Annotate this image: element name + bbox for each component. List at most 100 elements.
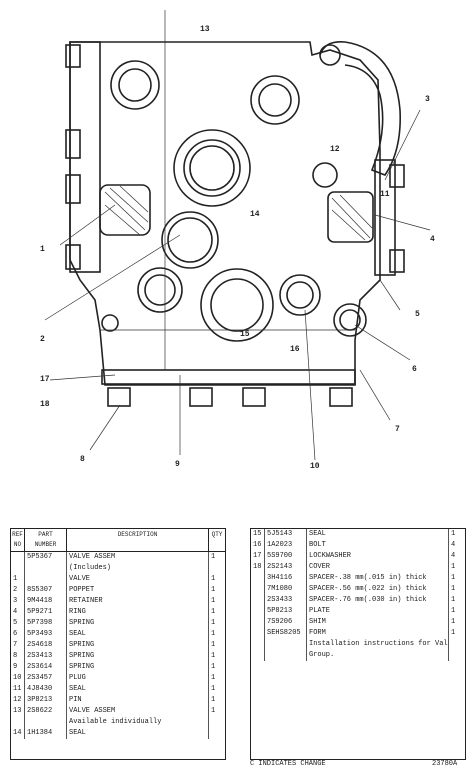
cell-part: 3H4116 (265, 573, 307, 584)
callout-14: 14 (250, 210, 260, 219)
port-i (312, 162, 338, 188)
cell-desc: RING (67, 607, 209, 618)
cell-no: 14 (11, 728, 25, 739)
cell-qty: 1 (451, 596, 456, 604)
cell-desc: SEAL (67, 728, 209, 739)
cell-desc: SHIM (307, 617, 449, 628)
cell-no (251, 617, 265, 628)
cell-part: 4J8430 (25, 684, 67, 695)
port-e-inner (210, 278, 264, 332)
cell-desc: SEAL (67, 629, 209, 640)
table-row: Available individually (11, 717, 225, 728)
callout-9: 9 (175, 460, 180, 469)
cell-no: 10 (11, 673, 25, 684)
cell-qty: 1 (211, 619, 216, 627)
cell-no: 5 (11, 618, 25, 629)
cell-no (11, 552, 25, 563)
left-bolt-2 (65, 129, 81, 159)
cell-desc: PIN (67, 695, 209, 706)
cell-desc: SEAL (307, 529, 449, 540)
cell-qty: 1 (211, 652, 216, 660)
cell-desc: SPACER-.56 mm(.022 in) thick (307, 584, 449, 595)
cell-no: 16 (251, 540, 265, 551)
port-g-outer (279, 274, 321, 316)
top-loop (319, 40, 402, 176)
cell-part: 2S2143 (265, 562, 307, 573)
cell-desc: (Includes) (67, 563, 209, 574)
cell-part: 2S4618 (25, 640, 67, 651)
cell-desc: BOLT (307, 540, 449, 551)
cell-part: 2S3413 (25, 651, 67, 662)
cell-desc: COVER (307, 562, 449, 573)
cell-part: 2S3457 (25, 673, 67, 684)
parts-table-left: REF NO PART NUMBER DESCRIPTION QTY 5P536… (10, 528, 226, 760)
table-row: Installation instructions for Valve (251, 639, 465, 650)
left-spring-cartridge (99, 184, 151, 236)
cell-part: 5P7398 (25, 618, 67, 629)
header-ref-no: REF NO (11, 529, 25, 551)
cell-qty (209, 563, 225, 574)
cell-no (11, 563, 25, 574)
callout-4: 4 (430, 235, 435, 244)
cell-desc: SEAL (67, 684, 209, 695)
cell-desc: LOCKWASHER (307, 551, 449, 562)
cell-qty (209, 728, 225, 739)
cell-part: 7S9206 (265, 617, 307, 628)
cell-part (25, 574, 67, 585)
cell-qty: 4 (451, 552, 456, 560)
cell-no (251, 650, 265, 661)
cell-part (265, 639, 307, 650)
left-flange (69, 41, 101, 273)
cell-no: 15 (251, 529, 265, 540)
cell-part: 5J5143 (265, 529, 307, 540)
cell-part (25, 563, 67, 574)
cell-no: 11 (11, 684, 25, 695)
cell-qty: 4 (451, 541, 456, 549)
cell-qty: 1 (451, 563, 456, 571)
cell-part: 5P3493 (25, 629, 67, 640)
cell-no: 9 (11, 662, 25, 673)
header-part-number: PART NUMBER (25, 529, 67, 551)
cell-desc: POPPET (67, 585, 209, 596)
cell-qty (449, 639, 465, 650)
right-bolt-1 (389, 164, 405, 188)
port-f-inner (144, 274, 176, 306)
header-description: DESCRIPTION (67, 529, 209, 551)
callout-2: 2 (40, 335, 45, 344)
cell-no: 2 (11, 585, 25, 596)
port-a-inner (118, 68, 152, 102)
left-bolt-1 (65, 44, 81, 68)
valve-assembly-drawing (44, 10, 431, 461)
cell-desc: VALVE (67, 574, 209, 585)
callout-8: 8 (80, 455, 85, 464)
cell-no (251, 595, 265, 606)
bottom-bolt-2 (189, 387, 213, 407)
callout-10: 10 (310, 462, 320, 471)
cell-no (11, 717, 25, 728)
port-h-outer (333, 303, 367, 337)
cell-part: 8S5307 (25, 585, 67, 596)
cell-part: 1H1384 (25, 728, 67, 739)
cell-desc: PLUG (67, 673, 209, 684)
top-loop-port (319, 44, 341, 66)
callout-7: 7 (395, 425, 400, 434)
cell-qty: 1 (211, 553, 216, 561)
